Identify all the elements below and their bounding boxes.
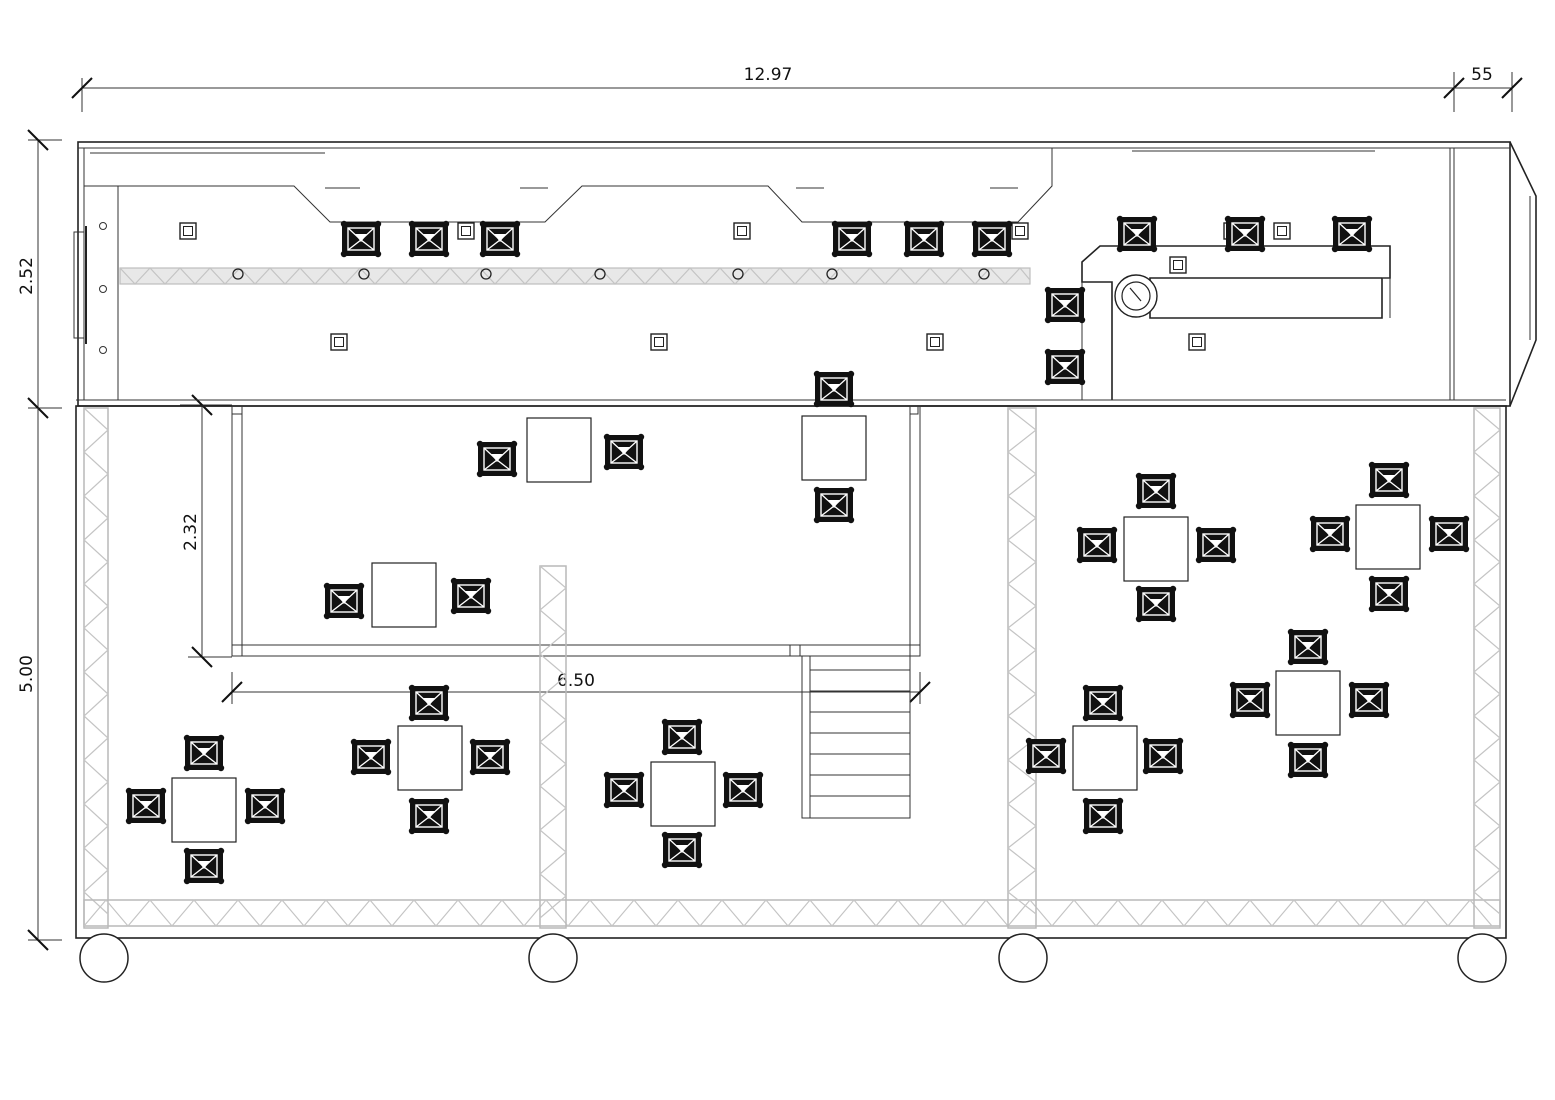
wheel-icon bbox=[528, 933, 578, 983]
ceiling-light-icon bbox=[1011, 222, 1029, 240]
chair-icon bbox=[813, 370, 855, 408]
ceiling-light-icon bbox=[1273, 222, 1291, 240]
chair-icon bbox=[1082, 684, 1124, 722]
table-icon bbox=[650, 761, 716, 827]
table-icon bbox=[1072, 725, 1138, 791]
table-icon bbox=[397, 725, 463, 791]
dimension-mezzanine-length: 6.50 bbox=[221, 671, 931, 704]
chair-icon bbox=[661, 718, 703, 756]
lower-deck bbox=[75, 399, 1507, 939]
table-icon bbox=[171, 777, 237, 843]
ceiling-light-icon bbox=[330, 333, 348, 351]
dimension-mezzanine-depth: 2.32 bbox=[180, 394, 232, 668]
dimension-label: 55 bbox=[1471, 65, 1493, 85]
chair-icon bbox=[1287, 741, 1329, 779]
chair-icon bbox=[971, 220, 1013, 258]
dimension-label: 12.97 bbox=[744, 65, 793, 85]
chair-icon bbox=[813, 486, 855, 524]
chair-icon bbox=[1348, 681, 1390, 719]
wheels bbox=[79, 933, 1507, 983]
ceiling-light-icon bbox=[457, 222, 475, 240]
chair-icon bbox=[1195, 526, 1237, 564]
chair-icon bbox=[476, 440, 518, 478]
tables bbox=[171, 415, 1421, 843]
table-icon bbox=[801, 415, 867, 481]
dimension-total-length: 12.97 bbox=[71, 65, 1465, 112]
dimension-end-extension: 55 bbox=[1454, 65, 1523, 112]
chair-icon bbox=[1368, 461, 1410, 499]
chair-icon bbox=[603, 433, 645, 471]
ceiling-light-icon bbox=[926, 333, 944, 351]
chair-icon bbox=[1331, 215, 1373, 253]
chair-icon bbox=[183, 847, 225, 885]
chair-icon bbox=[125, 787, 167, 825]
table-icon bbox=[371, 562, 437, 628]
chair-icon bbox=[408, 220, 450, 258]
chair-icon bbox=[340, 220, 382, 258]
staircase-icon bbox=[801, 655, 911, 819]
chair-icon bbox=[903, 220, 945, 258]
chair-icon bbox=[408, 684, 450, 722]
chair-icon bbox=[183, 734, 225, 772]
chair-icon bbox=[1044, 348, 1086, 386]
upper-lighting-truss bbox=[119, 267, 1031, 285]
chair-icon bbox=[350, 738, 392, 776]
chair-icon bbox=[1044, 286, 1086, 324]
chair-icon bbox=[1082, 797, 1124, 835]
chair-icon bbox=[1135, 472, 1177, 510]
chair-icon bbox=[1229, 681, 1271, 719]
chair-icon bbox=[1309, 515, 1351, 553]
dimension-upper-depth: 2.52 bbox=[17, 129, 62, 419]
dimension-label: 5.00 bbox=[17, 655, 37, 693]
chair-icon bbox=[408, 797, 450, 835]
chair-icon bbox=[1142, 737, 1184, 775]
chair-icon bbox=[450, 577, 492, 615]
chair-icon bbox=[1076, 526, 1118, 564]
chair-icon bbox=[469, 738, 511, 776]
chair-icon bbox=[244, 787, 286, 825]
ceiling-light-icon bbox=[650, 333, 668, 351]
chair-icon bbox=[661, 831, 703, 869]
spotlight-icon bbox=[232, 268, 990, 280]
ceiling-light-icon bbox=[179, 222, 197, 240]
table-icon bbox=[1275, 670, 1341, 736]
chair-icon bbox=[1368, 575, 1410, 613]
chair-icon bbox=[603, 771, 645, 809]
dimension-lower-depth: 5.00 bbox=[17, 408, 62, 951]
chair-icon bbox=[1135, 585, 1177, 623]
chairs bbox=[125, 215, 1470, 885]
table-icon bbox=[1355, 504, 1421, 570]
wheel-icon bbox=[1457, 933, 1507, 983]
chair-icon bbox=[323, 582, 365, 620]
wheel-icon bbox=[79, 933, 129, 983]
table-icon bbox=[1123, 516, 1189, 582]
dimension-label: 2.52 bbox=[17, 257, 37, 295]
wheel-icon bbox=[998, 933, 1048, 983]
ceiling-light-icon bbox=[733, 222, 751, 240]
ceiling-light-icon bbox=[1169, 256, 1187, 274]
chair-icon bbox=[1287, 628, 1329, 666]
chair-icon bbox=[722, 771, 764, 809]
truss-icon bbox=[83, 407, 1501, 929]
chair-icon bbox=[1428, 515, 1470, 553]
table-icon bbox=[526, 417, 592, 483]
chair-icon bbox=[479, 220, 521, 258]
chair-icon bbox=[831, 220, 873, 258]
bar-counter bbox=[1081, 245, 1391, 400]
chair-icon bbox=[1224, 215, 1266, 253]
chair-icon bbox=[1116, 215, 1158, 253]
chair-icon bbox=[1025, 737, 1067, 775]
ceiling-light-icon bbox=[1188, 333, 1206, 351]
sink-icon bbox=[1114, 274, 1158, 318]
dimension-label: 2.32 bbox=[181, 513, 201, 551]
